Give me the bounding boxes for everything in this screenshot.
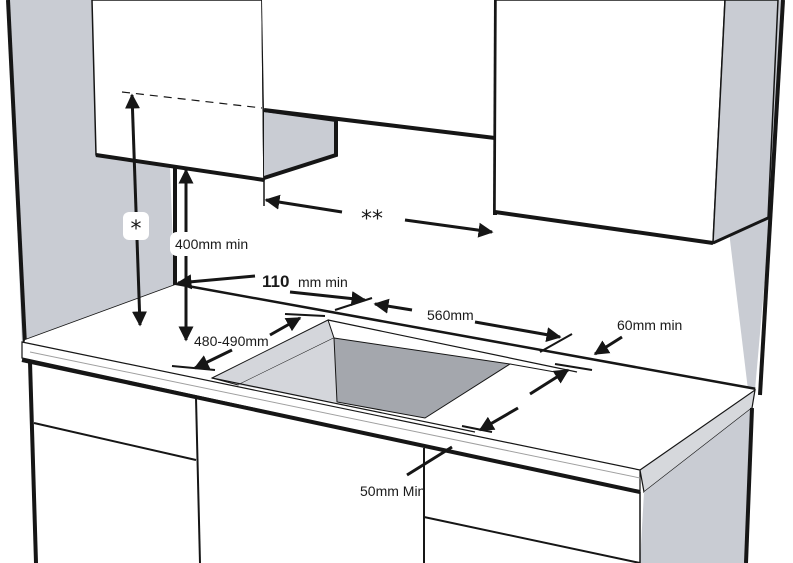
double-star-label: ** [361,207,383,232]
upper-cabinet-middle [262,0,498,216]
upper-cabinet-underside [263,108,338,180]
dimension-double-star: ** [263,178,494,238]
dimension-star-height: * [121,91,263,327]
star-label: * [131,217,142,242]
dimension-front-clearance: 50mm Min [360,445,453,499]
front-clearance-label: 50mm Min [360,483,425,499]
cutout-depth-label: 480-490mm [194,333,269,349]
rear-clearance-value: 110 [262,272,289,291]
dimension-cutout-depth: 480-490mm [171,313,326,371]
upper-cabinet-left [91,0,265,182]
dimension-side-clearance: 60mm min [461,317,682,433]
side-clearance-label: 60mm min [617,317,682,333]
dimension-rear-clearance: 110 mm min [176,272,373,311]
lower-cabinets [28,361,754,563]
hob-cutout [210,319,578,433]
cutout-width-label: 560mm [427,307,474,323]
upper-cabinet-right [494,0,779,245]
rear-clearance-unit: mm min [298,274,348,290]
dimension-cutout-width: 560mm [373,298,573,353]
hood-clearance-label: 400mm min [175,236,248,252]
dimension-hood-clearance: 400mm min [170,168,256,342]
